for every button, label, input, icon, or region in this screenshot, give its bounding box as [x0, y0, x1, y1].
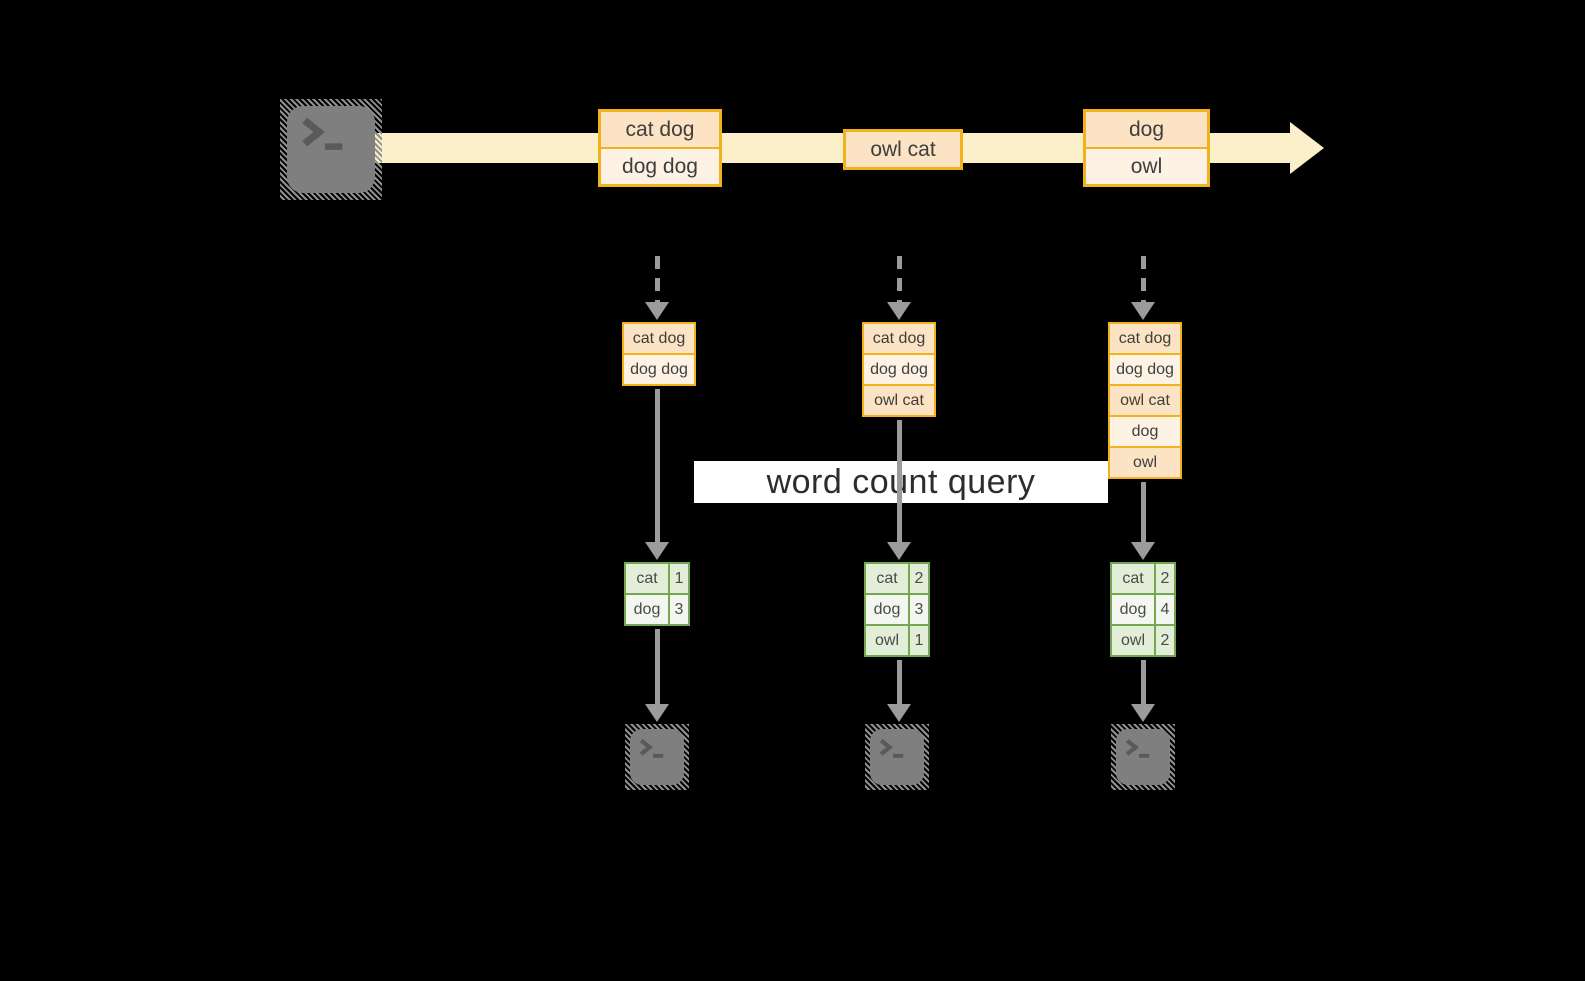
result-count: 3: [910, 595, 928, 624]
arrow-down-dashed-icon: [644, 256, 670, 320]
state-row: dog dog: [624, 355, 694, 384]
batch-row: owl cat: [846, 132, 960, 167]
batch-row: owl: [1086, 149, 1207, 184]
terminal-prompt-icon: [302, 117, 343, 150]
terminal-icon: [625, 724, 689, 790]
arrow-down-icon: [886, 660, 912, 722]
result-table-3: cat 2 dog 4 owl 2: [1110, 562, 1176, 657]
result-word: dog: [626, 595, 668, 624]
stream-batch-3: dog owl: [1083, 109, 1210, 187]
state-row: dog dog: [864, 355, 934, 384]
state-row: cat dog: [864, 324, 934, 353]
result-word: cat: [866, 564, 908, 593]
result-count: 2: [910, 564, 928, 593]
result-word: cat: [1112, 564, 1154, 593]
state-row: cat dog: [1110, 324, 1180, 353]
state-box-2: cat dog dog dog owl cat: [862, 322, 936, 417]
result-count: 2: [1156, 626, 1174, 655]
arrow-down-icon: [886, 420, 912, 560]
arrow-down-icon: [1130, 482, 1156, 560]
result-word: owl: [1112, 626, 1154, 655]
result-word: dog: [1112, 595, 1154, 624]
state-row: dog dog: [1110, 355, 1180, 384]
stream-batch-1: cat dog dog dog: [598, 109, 722, 187]
state-row: dog: [1110, 417, 1180, 446]
result-table-1: cat 1 dog 3: [624, 562, 690, 626]
result-word: dog: [866, 595, 908, 624]
arrow-down-icon: [644, 629, 670, 722]
result-count: 1: [910, 626, 928, 655]
terminal-icon: [865, 724, 929, 790]
result-count: 3: [670, 595, 688, 624]
result-count: 4: [1156, 595, 1174, 624]
state-row: owl cat: [864, 386, 934, 415]
state-row: owl cat: [1110, 386, 1180, 415]
result-word: cat: [626, 564, 668, 593]
terminal-prompt-icon: [1125, 738, 1150, 758]
arrow-down-dashed-icon: [1130, 256, 1156, 320]
result-count: 2: [1156, 564, 1174, 593]
arrow-down-dashed-icon: [886, 256, 912, 320]
state-row: cat dog: [624, 324, 694, 353]
terminal-prompt-icon: [639, 738, 664, 758]
terminal-prompt-icon: [879, 738, 904, 758]
batch-row: dog: [1086, 112, 1207, 147]
arrow-down-icon: [1130, 660, 1156, 722]
batch-row: cat dog: [601, 112, 719, 147]
result-word: owl: [866, 626, 908, 655]
batch-row: dog dog: [601, 149, 719, 184]
terminal-icon: [1111, 724, 1175, 790]
result-table-2: cat 2 dog 3 owl 1: [864, 562, 930, 657]
result-count: 1: [670, 564, 688, 593]
state-box-1: cat dog dog dog: [622, 322, 696, 386]
state-row: owl: [1110, 448, 1180, 477]
stream-arrowhead-icon: [1290, 122, 1324, 174]
stream-batch-2: owl cat: [843, 129, 963, 170]
arrow-down-icon: [644, 389, 670, 560]
terminal-icon: [280, 99, 382, 200]
state-box-3: cat dog dog dog owl cat dog owl: [1108, 322, 1182, 479]
